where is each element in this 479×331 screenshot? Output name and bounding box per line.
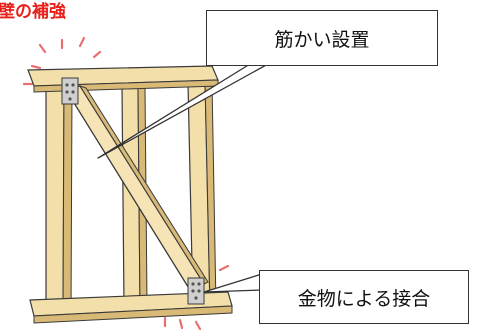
top-connector-hardware xyxy=(61,77,79,105)
brace-callout-label: 筋かい設置 xyxy=(206,10,438,66)
section-title: 壁の補強 xyxy=(0,2,66,22)
left-stud xyxy=(45,86,65,319)
hardware-callout-label: 金物による接合 xyxy=(259,270,469,324)
bottom-connector-hardware xyxy=(187,277,205,305)
